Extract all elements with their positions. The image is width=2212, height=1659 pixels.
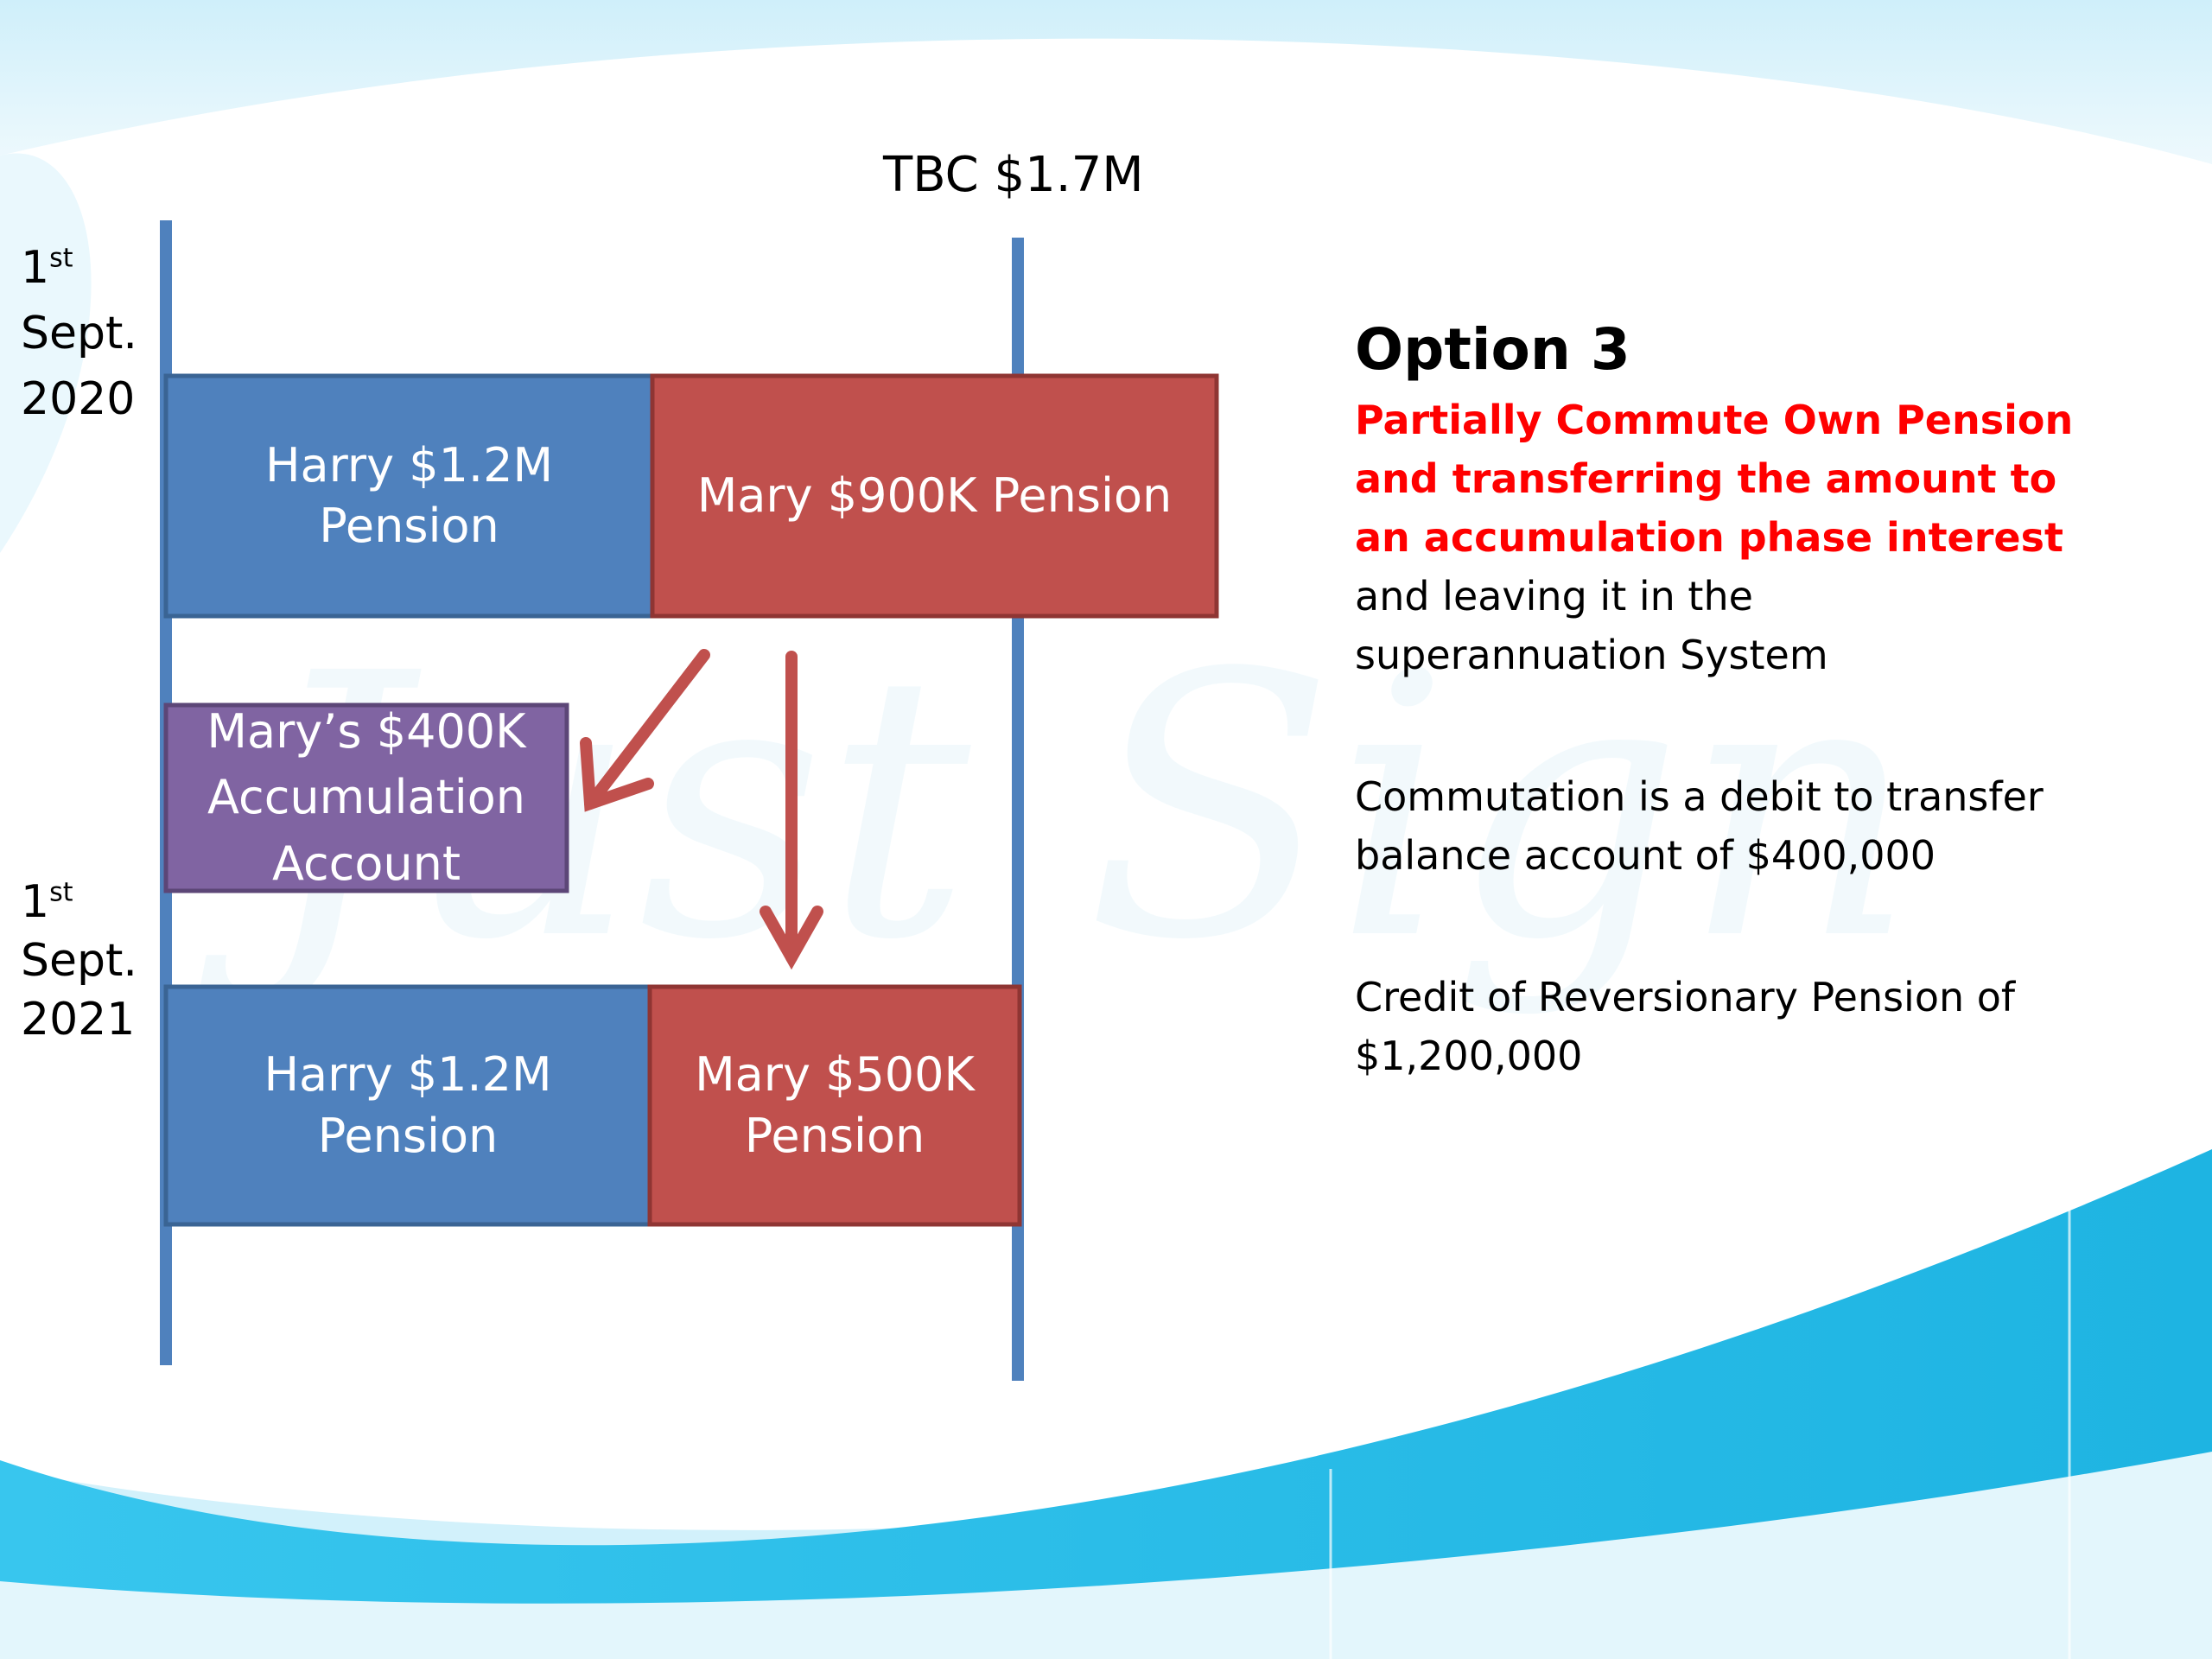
label-line: Mary $900K Pension (696, 467, 1173, 523)
mary-2021-box (647, 984, 1022, 1227)
credit-text: Credit of Reversionary Pension of $1,200… (1355, 968, 2133, 1085)
date-suffix: st (49, 243, 73, 274)
harry-2021-box (163, 984, 652, 1227)
mary-2020-label: Mary $900K Pension (652, 376, 1217, 616)
mary-accum-label: Mary’s $400K Accumulation Account (166, 702, 567, 894)
harry-2021-label: Harry $1.2M Pension (166, 987, 650, 1224)
highlight-line: and transferring the amount to (1355, 455, 2057, 502)
option-title: Option 3 (1355, 316, 1630, 383)
option-rest: and leaving it in the superannuation Sys… (1355, 567, 2133, 684)
harry-2020-label: Harry $1.2M Pension (166, 376, 652, 616)
diagonal-arrow-icon (580, 649, 710, 812)
text-line: Credit of Reversionary Pension of (1355, 974, 2016, 1020)
left-wave (0, 153, 92, 554)
commutation-text: Commutation is a debit to transfer balan… (1355, 767, 2133, 885)
text-line: Commutation is a debit to transfer (1355, 773, 2044, 820)
bottom-pale-wave (0, 1452, 2212, 1659)
date-2020: 1st Sept. 2020 (21, 235, 137, 432)
mary-2020-box (650, 373, 1219, 619)
top-wave (0, 0, 2212, 164)
text-line: and leaving it in the (1355, 573, 1753, 620)
bottom-blue-wave (0, 1149, 2212, 1659)
label-line: Mary $500K (695, 1047, 975, 1103)
label-line: Pension (317, 1108, 499, 1163)
label-line: Pension (744, 1108, 925, 1163)
date-year: 2020 (21, 373, 136, 425)
harry-2020-box (163, 373, 655, 619)
label-line: Harry $1.2M (264, 1047, 552, 1103)
label-line: Harry $1.2M (264, 437, 554, 493)
text-line: $1,200,000 (1355, 1033, 1583, 1079)
label-line: Pension (319, 499, 499, 553)
date-suffix: st (49, 877, 73, 908)
date-day: 1 (21, 242, 50, 294)
highlight-line: Partially Commute Own Pension (1355, 397, 2074, 443)
text-line: superannuation System (1355, 632, 1828, 678)
mary-2021-label: Mary $500K Pension (650, 987, 1020, 1224)
text-line: balance account of $400,000 (1355, 832, 1936, 879)
date-day: 1 (21, 876, 50, 928)
label-line: Mary’s $400K (207, 703, 526, 759)
option-panel: Option 3 Partially Commute Own Pension a… (1355, 311, 2133, 1085)
option-highlight: Partially Commute Own Pension and transf… (1355, 391, 2133, 567)
date-2021: 1st Sept. 2021 (21, 873, 137, 1049)
highlight-line: an accumulation phase interest (1355, 514, 2064, 561)
mary-accum-box (163, 702, 569, 893)
date-year: 2021 (21, 994, 136, 1046)
label-line: Accumulation (207, 770, 525, 825)
label-line: Account (271, 836, 461, 891)
date-month: Sept. (21, 935, 137, 987)
tbc-label: TBC $1.7M (883, 147, 1144, 203)
date-month: Sept. (21, 308, 137, 359)
down-arrow-icon (760, 651, 823, 970)
